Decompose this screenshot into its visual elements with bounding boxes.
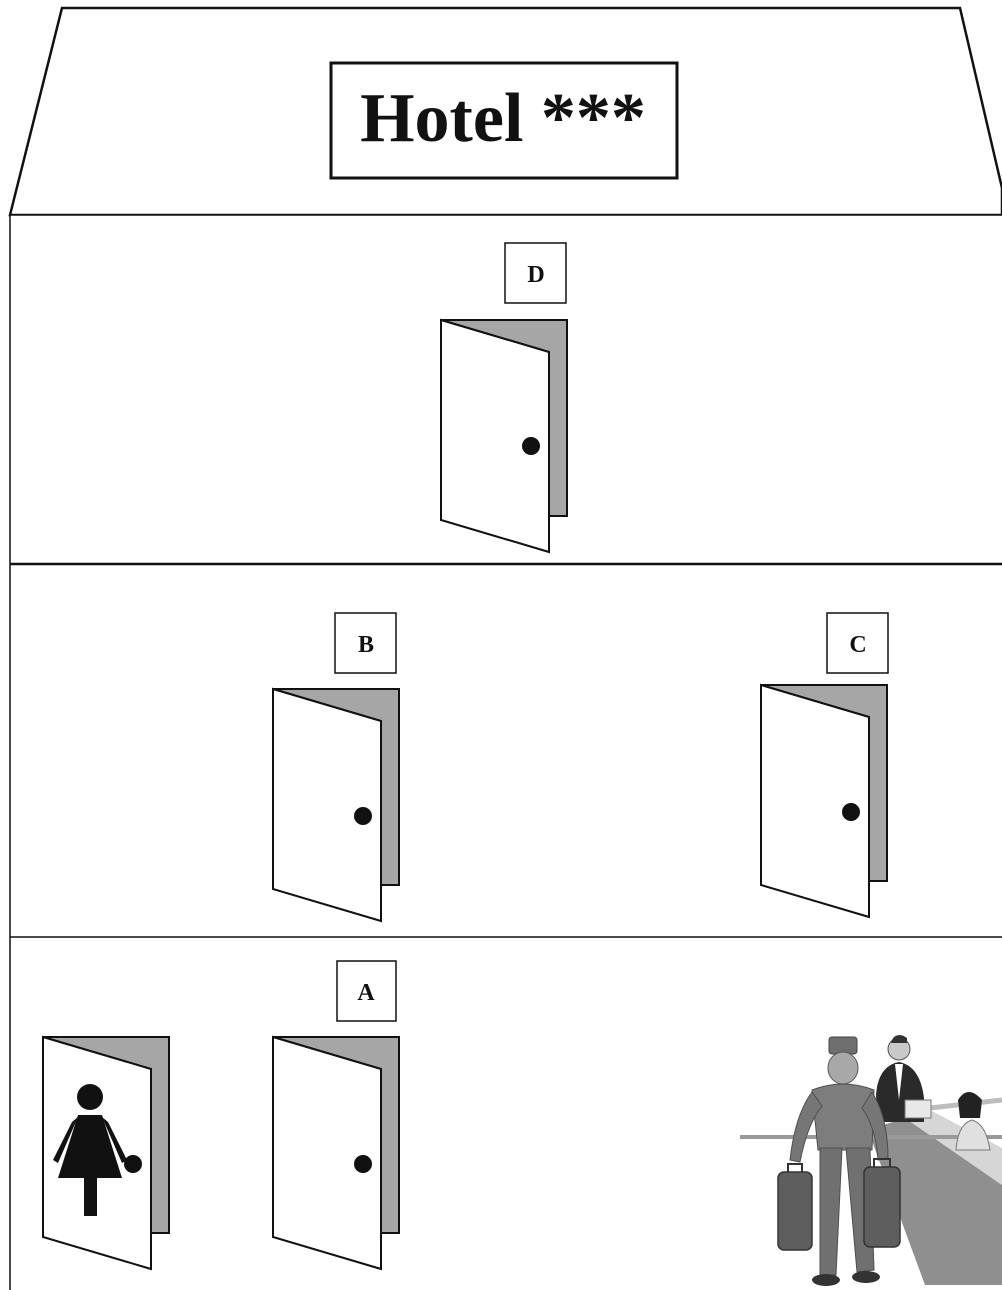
door-c-panel xyxy=(761,685,869,917)
door-d-label: D xyxy=(527,262,544,288)
door-knob-icon xyxy=(842,803,860,821)
hotel-sign: Hotel *** xyxy=(331,63,677,178)
door-knob-icon xyxy=(354,807,372,825)
hotel-sign-text: Hotel *** xyxy=(360,80,646,157)
door-knob-icon xyxy=(124,1155,142,1173)
door-a-label: A xyxy=(357,980,375,1006)
restroom-door[interactable] xyxy=(43,1037,169,1269)
door-c-label: C xyxy=(849,632,866,658)
suitcase-right xyxy=(864,1167,900,1247)
door-b-panel xyxy=(273,689,381,921)
door-b-label: B xyxy=(358,632,374,658)
door-d-panel xyxy=(441,320,549,552)
door-knob-icon xyxy=(354,1155,372,1173)
door-a-panel xyxy=(273,1037,381,1269)
suitcase-left xyxy=(778,1172,812,1250)
door-knob-icon xyxy=(522,437,540,455)
